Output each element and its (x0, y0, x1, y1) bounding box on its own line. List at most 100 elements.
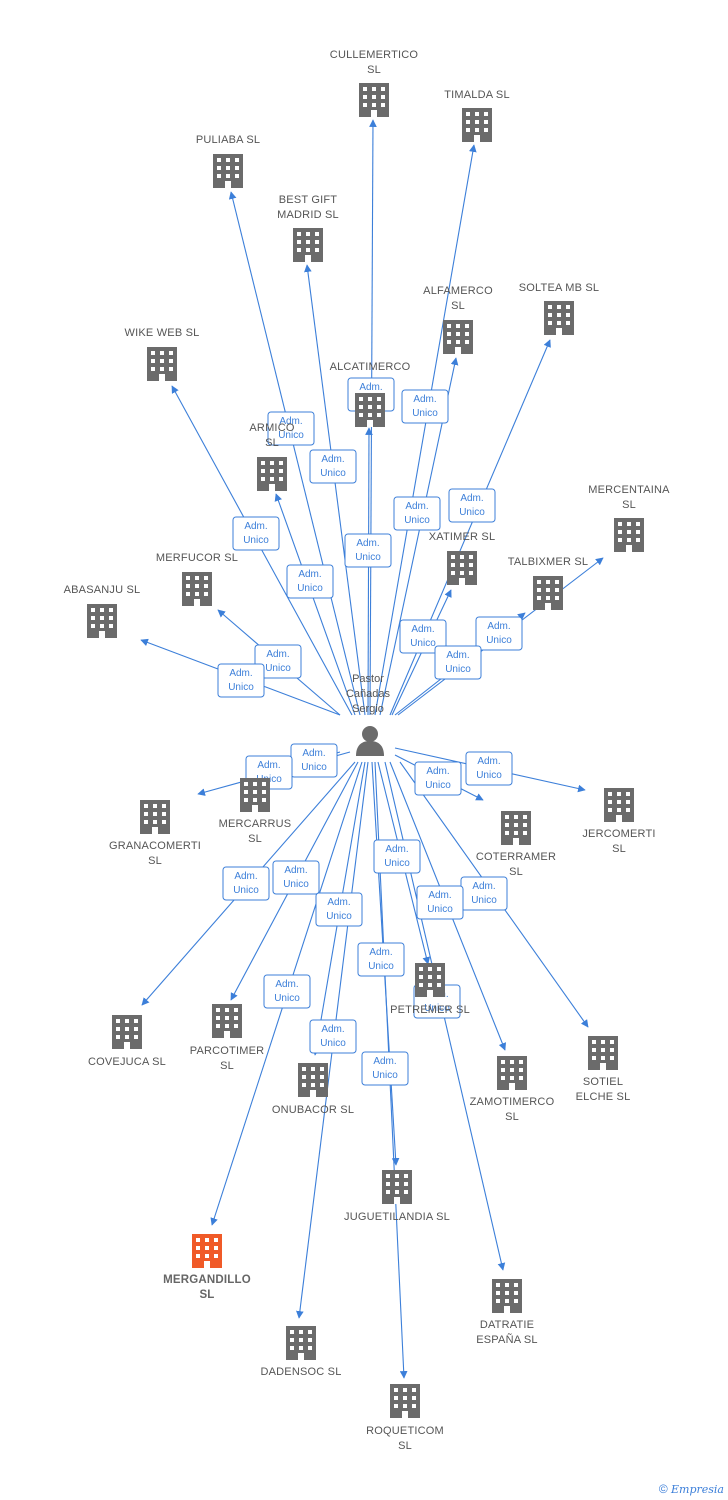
relation-label-talbixmer[interactable]: Adm.Unico (434, 645, 482, 680)
relation-label-soltea-mb[interactable]: Adm.Unico (448, 488, 496, 523)
relation-label-best-gift-madrid[interactable]: Adm.Unico (309, 449, 357, 484)
relation-label-text: Unico (372, 1070, 398, 1081)
edge-timalda (374, 144, 477, 716)
relation-label-text: Adm. (426, 766, 449, 777)
relation-label-dadensoc[interactable]: Adm.Unico (309, 1019, 357, 1054)
company-node-xatimer[interactable]: XATIMER SL (429, 531, 496, 585)
relation-label-box (475, 616, 523, 651)
relation-label-text: Adm. (279, 416, 302, 427)
company-label: SL (148, 855, 162, 867)
company-label: BEST GIFT (279, 194, 338, 206)
relation-label-box (309, 449, 357, 484)
relation-label-text: Adm. (373, 1056, 396, 1067)
relation-label-timalda[interactable]: Adm.Unico (401, 389, 449, 424)
footer-brand[interactable]: © Empresia (659, 1482, 724, 1496)
relation-label-merfucor[interactable]: Adm.Unico (254, 644, 302, 679)
relation-label-text: Adm. (298, 569, 321, 580)
person-label-line-1: Pastor (352, 673, 384, 685)
relation-label-text: Adm. (321, 454, 344, 465)
relation-label-puliaba[interactable]: Adm.Unico (267, 411, 315, 446)
relation-label-text: Adm. (327, 897, 350, 908)
relation-label-abasanju[interactable]: Adm.Unico (217, 663, 265, 698)
relation-label-text: Adm. (275, 979, 298, 990)
relation-label-datratie-espana[interactable]: Adm.Unico (357, 942, 405, 977)
company-node-soltea-mb[interactable]: SOLTEA MB SL (519, 282, 599, 335)
company-label: ONUBACOR SL (272, 1104, 354, 1116)
company-node-abasanju[interactable]: ABASANJU SL (64, 584, 141, 638)
relation-label-roqueticom[interactable]: Adm. Unico (361, 1051, 409, 1086)
building-icon (359, 83, 389, 117)
relation-label-text: Adm. (257, 760, 280, 771)
relation-label-sotiel-elche[interactable]: Adm.Unico (460, 876, 508, 911)
relation-label-coterramer[interactable]: Adm.Unico (414, 761, 462, 796)
relation-label-alcatimerco[interactable]: Adm.Unico (344, 533, 392, 568)
relation-label-text: Unico (445, 664, 471, 675)
company-node-alcatimerco[interactable]: ALCATIMERCO (330, 361, 411, 427)
company-node-covejuca[interactable]: COVEJUCA SL (88, 1015, 166, 1068)
relation-label-text: Adm. (413, 394, 436, 405)
relation-label-box (232, 516, 280, 551)
relation-label-box (414, 761, 462, 796)
relation-label-box (254, 644, 302, 679)
company-label: DADENSOC SL (260, 1366, 341, 1378)
relation-label-text: Adm. (302, 748, 325, 759)
relation-label-text: Unico (301, 762, 327, 773)
building-icon (614, 518, 644, 552)
company-node-talbixmer[interactable]: TALBIXMER SL (508, 556, 588, 610)
company-node-merfucor[interactable]: MERFUCOR SL (156, 552, 238, 606)
relation-label-covejuca[interactable]: Adm.Unico (222, 866, 270, 901)
relation-label-text: Unico (459, 507, 485, 518)
company-label: SL (622, 499, 636, 511)
company-label: MADRID SL (277, 209, 339, 221)
company-node-onubacor[interactable]: ONUBACOR SL (272, 1063, 354, 1116)
relation-label-jercomerti[interactable]: Adm.Unico (465, 751, 513, 786)
company-label: MERCENTAINA (588, 484, 670, 496)
company-node-mercentaina[interactable]: MERCENTAINA SL (588, 484, 670, 552)
relation-label-zamotimerco[interactable]: Adm.Unico (416, 885, 464, 920)
relation-label-mercarrus[interactable]: Adm. Unico (290, 743, 338, 778)
building-icon (390, 1384, 420, 1418)
edge-best-gift-madrid (304, 264, 366, 716)
company-label: SL (398, 1440, 412, 1452)
relation-label-mercentaina[interactable]: Adm.Unico (475, 616, 523, 651)
company-node-petremer[interactable]: PETREMER SL (390, 963, 470, 1016)
company-node-timalda[interactable]: TIMALDA SL (444, 89, 510, 142)
company-label: DATRATIE (480, 1319, 534, 1331)
relation-label-text: Unico (424, 1003, 450, 1014)
company-node-juguetilandia[interactable]: JUGUETILANDIA SL (344, 1170, 450, 1223)
relation-label-parcotimer[interactable]: Adm.Unico (272, 860, 320, 895)
relation-label-mergandillo[interactable]: Adm.Unico (263, 974, 311, 1009)
company-node-puliaba[interactable]: PULIABA SL (196, 134, 260, 188)
person-node[interactable]: Pastor Cañadas Sergio (346, 673, 391, 756)
relation-label-text: Adm. (487, 621, 510, 632)
relation-labels-layer: Adm.UnicoAdm.UnicoAdm.UnicoAdm.UnicoAdm.… (217, 377, 523, 1086)
company-node-dadensoc[interactable]: DADENSOC SL (260, 1326, 341, 1378)
relation-label-onubacor[interactable]: Adm.Unico (315, 892, 363, 927)
relation-label-alfamerco[interactable]: Adm.Unico (393, 496, 441, 531)
company-node-wike-web[interactable]: WIKE WEB SL (125, 327, 200, 381)
relation-label-armico[interactable]: Adm.Unico (286, 564, 334, 599)
relation-label-box (217, 663, 265, 698)
company-node-best-gift-madrid[interactable]: BEST GIFT MADRID SL (277, 194, 339, 262)
relation-label-xatimer[interactable]: Adm.Unico (399, 619, 447, 654)
relation-label-box (267, 411, 315, 446)
relation-label-juguetilandia[interactable]: Adm.Unico (373, 839, 421, 874)
building-icon (293, 228, 323, 262)
building-icon (501, 811, 531, 845)
relation-label-wike-web[interactable]: Adm.Unico (232, 516, 280, 551)
company-label: PETREMER SL (390, 1004, 470, 1016)
relation-label-text: Unico (228, 682, 254, 693)
